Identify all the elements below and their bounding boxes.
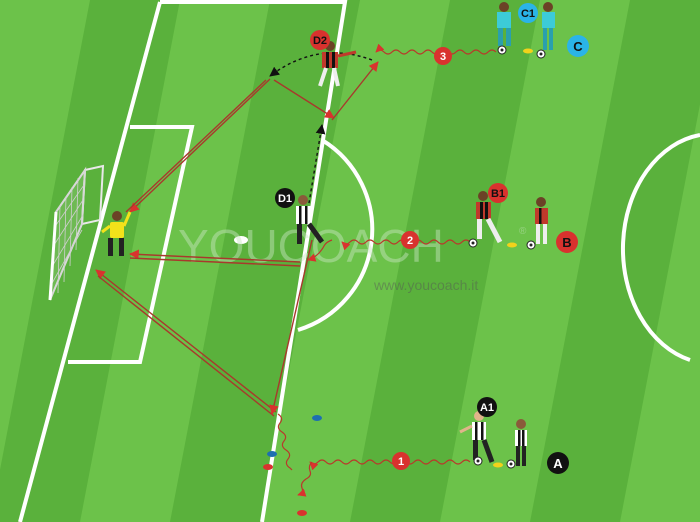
marker-d1-label: D1 — [278, 193, 292, 205]
dribble-turn-down — [277, 413, 293, 471]
marker-b1-label: B1 — [491, 188, 505, 200]
center-circle — [620, 133, 700, 362]
dribble-1 — [309, 459, 471, 471]
marker-step-2-label: 2 — [407, 235, 413, 247]
penalty-arc — [297, 138, 375, 332]
marker-step-1-label: 1 — [398, 456, 404, 468]
marker-d1: D1 — [275, 188, 295, 208]
ball-icon — [473, 456, 483, 466]
pass-d2-to-gk — [129, 78, 271, 213]
marker-step-1: 1 — [392, 452, 410, 470]
watermark-url: www.youcoach.it — [373, 277, 478, 293]
marker-b: B — [556, 231, 578, 253]
goal-line — [18, 1, 162, 522]
dribble-turn-b — [307, 239, 333, 262]
player-icon-b — [535, 197, 548, 244]
marker-b1: B1 — [488, 183, 508, 203]
dribble-turn-a — [297, 461, 313, 497]
cone-icon — [312, 415, 322, 421]
player-icon-b1 — [476, 191, 503, 244]
marker-c1: C1 — [518, 3, 538, 23]
penalty-area-line — [160, 0, 348, 522]
cone-icon — [507, 242, 517, 248]
ball-icon — [506, 459, 516, 469]
cone-icon — [523, 48, 533, 54]
watermark-registered: ® — [519, 226, 527, 237]
marker-c1-label: C1 — [521, 8, 535, 20]
cone-icon — [297, 510, 307, 516]
ball-icon — [536, 49, 546, 59]
marker-b-label: B — [562, 235, 571, 250]
marker-c-label: C — [573, 39, 583, 54]
cone-icon — [263, 464, 273, 470]
pass-return — [331, 61, 379, 121]
player-icon-c1 — [497, 2, 511, 46]
ball-icon — [468, 238, 478, 248]
goal-area-line — [68, 125, 195, 364]
cones — [263, 48, 533, 516]
pass-d1-down — [269, 239, 313, 415]
cone-icon — [493, 462, 503, 468]
balls — [468, 45, 546, 469]
player-icon-a — [515, 419, 527, 466]
cone-icon — [267, 451, 277, 457]
marker-step-3-label: 3 — [440, 51, 446, 63]
marker-step-3: 3 — [434, 47, 452, 65]
player-icon-d1 — [296, 195, 325, 244]
goalkeeper-icon — [101, 211, 132, 256]
marker-step-2: 2 — [401, 231, 419, 249]
goal-icon — [48, 164, 105, 301]
pass-gk-to-a1 — [95, 269, 277, 413]
marker-a1: A1 — [477, 397, 497, 417]
pass-lines — [95, 61, 379, 417]
player-icon-d2 — [318, 41, 357, 87]
pass-d1-to-gk — [129, 249, 301, 263]
player-icon-c — [542, 2, 555, 50]
marker-a: A — [547, 452, 569, 474]
ball-icon — [497, 45, 507, 55]
ball-icon — [526, 240, 536, 250]
pass-d2-to-right — [273, 79, 335, 119]
marker-c: C — [567, 35, 589, 57]
marker-d2: D2 — [310, 30, 330, 50]
penalty-spot — [234, 236, 248, 244]
label-markers: A1 A B1 B C1 C D1 D2 — [275, 3, 589, 474]
pitch-lines — [18, 0, 700, 522]
marker-a1-label: A1 — [480, 402, 494, 414]
marker-a-label: A — [553, 456, 563, 471]
marker-d2-label: D2 — [313, 35, 327, 47]
